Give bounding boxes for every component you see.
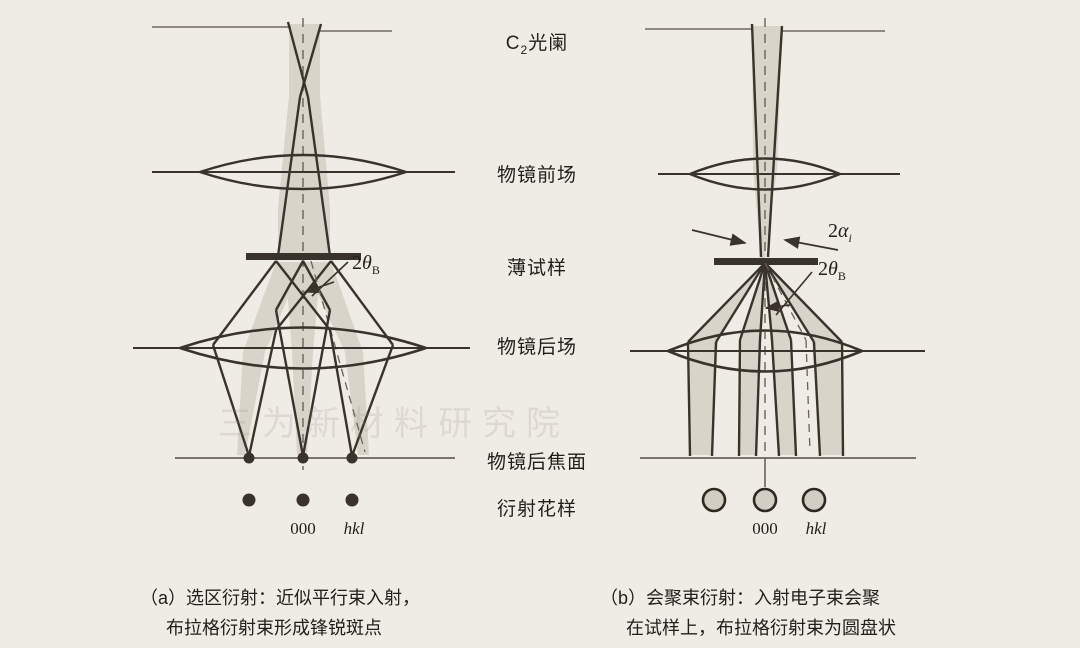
column-edge-5: [770, 339, 781, 457]
prefield-lens-upper-arc: [199, 153, 407, 174]
prefield-lens-lower-arc: [689, 172, 841, 191]
ray-right-to-crossover: [298, 23, 323, 98]
cbed-disc: [701, 487, 727, 513]
column-edge-6: [789, 339, 798, 457]
cone-ray-3: [738, 262, 767, 341]
angle-leader-line: [775, 271, 813, 316]
cbed-disc: [801, 487, 827, 513]
left-panel-sad-raypath: [133, 18, 470, 507]
ray-s-mid-left: [274, 260, 305, 311]
beam-shade-cone-right: [766, 263, 843, 455]
caption-a-line1: （a）选区衍射：近似平行束入射，: [140, 588, 421, 608]
label-back-focal-plane: 物镜后焦面: [486, 452, 588, 473]
label-objective-pre-field: 物镜前场: [496, 165, 578, 186]
cone-ray-8: [764, 262, 843, 343]
column-edge-8: [840, 341, 845, 457]
label-c2-aperture: C2光阑: [505, 33, 569, 57]
beam-shade-cone-left: [690, 263, 763, 455]
focus-ray-mid-a: [274, 309, 305, 457]
beam-shade-diffracted-left: [237, 262, 303, 455]
postfield-lens-upper-arc: [667, 329, 863, 353]
focal-point: [243, 452, 255, 464]
postfield-lens-upper-arc: [179, 326, 427, 350]
right-panel-cbed-raypath: [630, 18, 925, 513]
right-spot-label-hkl: hkl: [805, 519, 827, 538]
prefield-lens-upper-arc: [689, 157, 841, 176]
focal-point: [297, 452, 309, 464]
caption-b: （b）会聚束衍射：入射电子束会聚 在试样上，布拉格衍射束为圆盘状: [600, 583, 896, 643]
column-edge-4: [754, 339, 762, 457]
label-diffraction-pattern: 衍射花样: [496, 499, 578, 520]
postfield-lens-lower-arc: [179, 346, 427, 370]
focal-point: [346, 452, 358, 464]
caption-b-line2: 在试样上，布拉格衍射束为圆盘状: [626, 618, 896, 638]
focus-ray-left-b: [247, 329, 278, 457]
diffraction-spot: [345, 493, 359, 507]
caption-a-line2: 布拉格衍射束形成锋锐斑点: [166, 618, 382, 638]
column-edge-1: [686, 341, 692, 457]
cone-ray-1: [687, 262, 766, 343]
caption-a: （a）选区衍射：近似平行束入射， 布拉格衍射束形成锋锐斑点: [140, 583, 420, 643]
postfield-lens-lower-arc: [667, 349, 863, 373]
beam-shade-diffracted-right: [303, 262, 369, 455]
column-edge-2: [710, 341, 718, 457]
ray-s-right-in: [275, 260, 332, 331]
ray-crossover-to-specimen-right: [276, 96, 302, 257]
right-convergence-angle-label: 2αi: [828, 220, 852, 245]
cone-ray-dashed: [764, 262, 807, 341]
cone-ray-2: [714, 262, 767, 343]
right-bragg-angle-label: 2θB: [818, 258, 846, 283]
column-dashed: [805, 339, 811, 453]
left-bragg-angle-label: 2θB: [352, 252, 380, 277]
column-edge-3: [737, 339, 742, 457]
focus-ray-right-b: [328, 329, 354, 457]
convergence-arrow-right: [783, 236, 839, 251]
ray-s-left-out: [212, 260, 277, 346]
angle-arc-indicator: [303, 281, 335, 294]
label-objective-post-field: 物镜后场: [496, 337, 578, 358]
label-thin-specimen: 薄试样: [506, 258, 568, 279]
focus-ray-mid-b: [301, 309, 332, 457]
beam-edge-right: [766, 25, 784, 258]
focus-ray-right-a: [350, 344, 395, 457]
cone-ray-7: [763, 262, 816, 343]
caption-b-line1: （b）会聚束衍射：入射电子束会聚: [600, 588, 881, 608]
ray-dashed-diffracted: [310, 260, 366, 453]
left-spot-label-000: 000: [290, 519, 316, 538]
left-spot-label-hkl: hkl: [343, 519, 365, 538]
beam-shade-condenser: [278, 24, 330, 255]
diffraction-spot: [296, 493, 310, 507]
diffraction-spot: [242, 493, 256, 507]
thin-specimen-bar: [246, 253, 361, 260]
angle-arc-indicator: [764, 300, 791, 312]
convergence-arrow-left: [691, 229, 747, 246]
cbed-disc: [752, 487, 778, 513]
column-edge-7: [812, 341, 822, 457]
right-spot-label-000: 000: [752, 519, 778, 538]
ray-crossover-to-specimen-left: [306, 96, 332, 257]
ray-s-right-out: [330, 260, 394, 346]
subscript-2: 2: [520, 42, 529, 57]
prefield-lens-lower-arc: [199, 170, 407, 191]
focus-ray-left-a: [211, 344, 251, 457]
thin-specimen-bar: [714, 258, 818, 265]
beam-edge-left: [750, 23, 763, 258]
cone-ray-4: [758, 262, 767, 341]
